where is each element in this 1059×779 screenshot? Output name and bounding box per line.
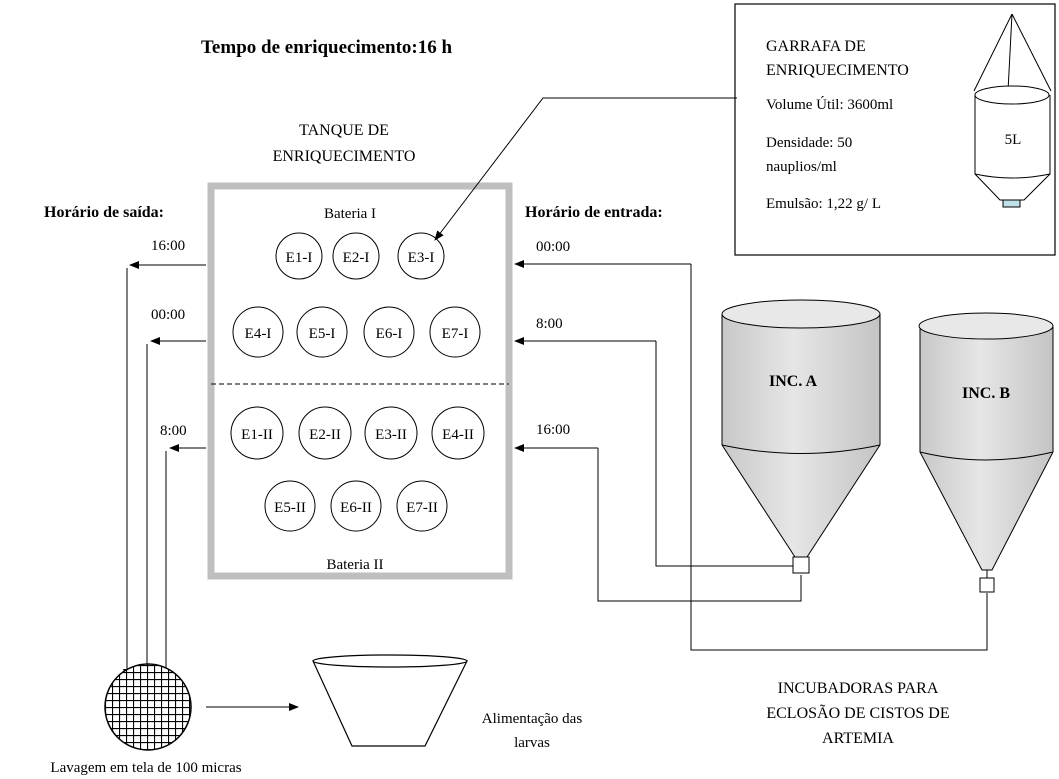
- entry-flow-lines: [514, 260, 988, 651]
- exit-time-2: 00:00: [151, 307, 185, 323]
- battery-1-label: Bateria I: [324, 206, 376, 222]
- incubator-a: [721, 299, 881, 574]
- tank-unit-circle: [230, 406, 284, 460]
- tank-unit-label: E4-II: [442, 427, 474, 443]
- entry-time-1: 00:00: [536, 239, 570, 255]
- exit-time-3: 8:00: [160, 423, 187, 439]
- tank-unit-circle: [264, 480, 316, 532]
- tank-unit-label: E5-I: [309, 326, 336, 342]
- incubators-caption-line3: ARTEMIA: [822, 730, 894, 747]
- bottle-density-line2: nauplios/ml: [766, 159, 837, 175]
- incubator-b: [918, 312, 1054, 593]
- tank-unit-circle: [431, 406, 485, 460]
- incubator-a-pipe-bottom: [597, 448, 802, 602]
- incubator-a-pipe-top: [655, 341, 793, 567]
- tank-unit-label: E5-II: [274, 500, 306, 516]
- feeding-label-line2: larvas: [514, 735, 550, 751]
- bottle-density-line1: Densidade: 50: [766, 135, 852, 151]
- tank-unit-circle: [396, 480, 448, 532]
- feeding-container: [312, 654, 468, 747]
- tank-unit-circle: [429, 306, 481, 358]
- bottle-pointer-arrow: [434, 97, 737, 241]
- sieve-caption: Lavagem em tela de 100 micras: [50, 760, 241, 776]
- entry-time-3: 16:00: [536, 422, 570, 438]
- tank-label-line2: ENRIQUECIMENTO: [273, 148, 416, 165]
- bottle-title-line2: ENRIQUECIMENTO: [766, 62, 909, 79]
- tank-unit-circle: [275, 232, 323, 280]
- tank-units: E1-I E2-I E3-I E4-I E5-I E6-I E7-I E1-II…: [230, 232, 485, 532]
- tank-unit-circle: [296, 306, 348, 358]
- bottle-title-line1: GARRAFA DE: [766, 38, 866, 55]
- bottle-volume: Volume Útil: 3600ml: [766, 96, 893, 113]
- incubators-caption-line1: INCUBADORAS PARA: [778, 680, 939, 697]
- tank-unit-circle: [232, 306, 284, 358]
- tank-unit-label: E3-II: [375, 427, 407, 443]
- tank-unit-label: E7-I: [442, 326, 469, 342]
- tank-unit-label: E1-I: [286, 250, 313, 266]
- bottle-emulsion: Emulsão: 1,22 g/ L: [766, 196, 881, 212]
- tank-label-line1: TANQUE DE: [299, 122, 389, 139]
- tank-unit-label: E2-II: [309, 427, 341, 443]
- incubator-a-label: INC. A: [769, 373, 817, 390]
- incubators-caption-line2: ECLOSÃO DE CISTOS DE: [766, 704, 949, 722]
- tank-unit-circle: [397, 232, 445, 280]
- sieve-mesh: [104, 663, 192, 751]
- entry-time-2: 8:00: [536, 316, 563, 332]
- tank-unit-circle: [363, 306, 415, 358]
- tank-unit-label: E2-I: [343, 250, 370, 266]
- feeding-label-line1: Alimentação das: [482, 711, 583, 727]
- tank-unit-label: E6-II: [340, 500, 372, 516]
- enrichment-bottle: [973, 13, 1052, 208]
- tank-unit-circle: [364, 406, 418, 460]
- tank-unit-label: E7-II: [406, 500, 438, 516]
- incubator-b-label: INC. B: [962, 385, 1010, 402]
- tank-unit-circle: [332, 232, 380, 280]
- tank-unit-label: E3-I: [408, 250, 435, 266]
- tank-unit-circle: [330, 480, 382, 532]
- exit-time-1: 16:00: [151, 238, 185, 254]
- exit-flow-lines: [123, 261, 206, 679]
- exit-time-heading: Horário de saída:: [44, 204, 164, 221]
- incubator-b-pipe: [690, 264, 988, 651]
- bottle-capacity: 5L: [1005, 132, 1022, 148]
- tank-unit-label: E6-I: [376, 326, 403, 342]
- enrichment-time-title: Tempo de enriquecimento:16 h: [201, 37, 452, 58]
- entry-time-heading: Horário de entrada:: [525, 204, 663, 221]
- battery-2-label: Bateria II: [326, 557, 383, 573]
- enrichment-tank: [207, 182, 513, 580]
- tank-unit-circle: [298, 406, 352, 460]
- tank-unit-label: E4-I: [245, 326, 272, 342]
- tank-unit-label: E1-II: [241, 427, 273, 443]
